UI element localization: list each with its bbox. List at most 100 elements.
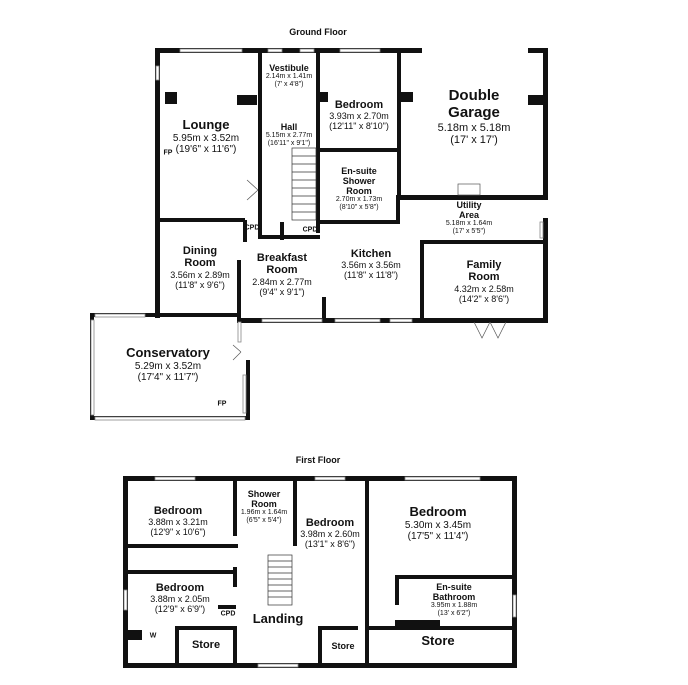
- room-metric: 2.14m x 1.41m: [265, 73, 313, 81]
- room-shower-ff: Shower Room 1.96m x 1.64m (6'5" x 5'4"): [241, 489, 287, 525]
- room-name: Bedroom: [305, 517, 355, 529]
- room-name: Bedroom: [334, 99, 384, 111]
- room-metric: 3.93m x 2.70m: [329, 111, 389, 122]
- room-imperial: (8'10" x 5'8"): [339, 204, 379, 212]
- room-name-line2: Room: [251, 499, 277, 510]
- fireplace-tag-conservatory: FP: [217, 400, 227, 408]
- room-ensuite-shower: En-suite Shower Room 2.70m x 1.73m (8'10…: [336, 166, 382, 212]
- room-name-line2: Bathroom: [432, 592, 476, 603]
- room-imperial: (12'9" x 10'6"): [150, 527, 206, 538]
- room-name-line2: Area: [458, 210, 479, 221]
- room-name-line1: Double: [448, 87, 500, 104]
- room-name: Hall: [280, 122, 298, 132]
- room-imperial: (19'6" x 11'6"): [175, 143, 237, 155]
- room-dining: Dining Room 3.56m x 2.89m (11'8" x 9'6"): [170, 245, 230, 290]
- room-name: Bedroom: [409, 504, 467, 519]
- room-name: Store: [421, 633, 455, 648]
- w-tag: W: [149, 632, 157, 640]
- room-name-line1: En-suite: [341, 166, 377, 176]
- room-name-line1: Family: [466, 259, 502, 271]
- fireplace-tag-lounge: FP: [163, 149, 173, 157]
- room-imperial: (6'5" x 5'4"): [246, 516, 282, 524]
- room-store-2: Store: [331, 641, 354, 651]
- room-imperial: (9'4" x 9'1"): [259, 286, 305, 297]
- room-double-garage: Double Garage 5.18m x 5.18m (17' x 17'): [437, 87, 511, 146]
- room-store-1: Store: [192, 639, 220, 651]
- room-metric: 5.15m x 2.77m: [265, 132, 313, 140]
- room-imperial: (17'4" x 11'7"): [137, 371, 199, 383]
- first-floor-windows: [123, 476, 517, 668]
- room-metric: 4.32m x 2.58m: [454, 283, 514, 294]
- room-lounge: Lounge 5.95m x 3.52m (19'6" x 11'6"): [172, 117, 240, 155]
- room-metric: 3.56m x 3.56m: [341, 260, 401, 271]
- room-name-line1: Utility: [456, 200, 482, 210]
- room-imperial: (14'2" x 8'6"): [458, 293, 510, 304]
- room-family: Family Room 4.32m x 2.58m (14'2" x 8'6"): [454, 259, 514, 304]
- room-name: Lounge: [182, 117, 230, 132]
- room-breakfast: Breakfast Room 2.84m x 2.77m (9'4" x 9'1…: [252, 252, 312, 297]
- room-bedroom-gf: Bedroom 3.93m x 2.70m (12'11" x 8'10"): [329, 99, 389, 131]
- room-imperial: (13'1" x 8'6"): [304, 539, 356, 550]
- room-name: Kitchen: [350, 248, 392, 260]
- room-bedroom-ff1: Bedroom 3.88m x 3.21m (12'9" x 10'6"): [148, 505, 208, 537]
- room-metric: 2.70m x 1.73m: [335, 196, 383, 204]
- ground-floor-windows: [90, 48, 544, 421]
- room-imperial: (11'8" x 9'6"): [175, 279, 225, 290]
- room-metric: 3.98m x 2.60m: [300, 529, 360, 540]
- room-hall: Hall 5.15m x 2.77m (16'11" x 9'1"): [266, 122, 312, 148]
- room-metric: 1.96m x 1.64m: [240, 509, 288, 517]
- cupboard-tag-2: CPD: [302, 226, 318, 234]
- room-bedroom-ff3: Bedroom 5.30m x 3.45m (17'5" x 11'4"): [405, 504, 471, 542]
- room-metric: 5.29m x 3.52m: [134, 360, 202, 372]
- room-utility: Utility Area 5.18m x 1.64m (17' x 5'5"): [446, 200, 492, 236]
- room-metric: 2.84m x 2.77m: [252, 276, 312, 287]
- room-landing: Landing: [252, 611, 304, 627]
- room-name-line2: Room: [468, 271, 500, 284]
- room-metric: 3.88m x 2.05m: [150, 594, 210, 605]
- room-imperial: (12'9" x 6'9"): [154, 604, 206, 615]
- room-imperial: (16'11" x 9'1"): [267, 139, 311, 147]
- room-name-line1: Shower: [247, 489, 281, 499]
- room-name: Store: [331, 641, 355, 651]
- room-name: Bedroom: [153, 505, 203, 517]
- room-name-line1: Dining: [182, 245, 218, 257]
- room-bedroom-ff4: Bedroom 3.88m x 2.05m (12'9" x 6'9"): [150, 582, 210, 614]
- room-kitchen: Kitchen 3.56m x 3.56m (11'8" x 11'8"): [341, 248, 401, 280]
- room-imperial: (7' x 4'8"): [274, 80, 304, 88]
- room-imperial: (13' x 6'2"): [437, 609, 471, 617]
- room-name: Store: [191, 639, 221, 651]
- cupboard-tag-ff: CPD: [220, 610, 236, 618]
- room-metric: 3.95m x 1.88m: [430, 602, 478, 610]
- room-name-line2: Shower: [342, 176, 376, 187]
- cupboard-tag-1: CPD: [244, 224, 260, 232]
- room-name-line3: Room: [346, 186, 372, 197]
- room-name-line2: Room: [266, 264, 298, 277]
- door-swings: [232, 179, 507, 361]
- room-imperial: (17'5" x 11'4"): [407, 530, 469, 542]
- room-imperial: (12'11" x 8'10"): [329, 121, 389, 132]
- room-name: Vestibule: [269, 63, 309, 73]
- room-imperial: (17' x 5'5"): [452, 227, 486, 235]
- room-conservatory: Conservatory 5.29m x 3.52m (17'4" x 11'7…: [126, 345, 210, 383]
- ground-floor-title: Ground Floor: [289, 27, 347, 37]
- room-imperial: (11'8" x 11'8"): [343, 270, 399, 281]
- first-floor-title: First Floor: [295, 455, 341, 465]
- room-bedroom-ff2: Bedroom 3.98m x 2.60m (13'1" x 8'6"): [300, 517, 360, 549]
- room-name-line2: Garage: [448, 103, 500, 121]
- room-metric: 3.56m x 2.89m: [170, 269, 230, 280]
- room-metric: 5.18m x 5.18m: [437, 121, 511, 134]
- room-name: Conservatory: [126, 345, 210, 360]
- room-name: Bedroom: [155, 582, 205, 594]
- room-store-3: Store: [421, 633, 455, 649]
- room-name-line1: En-suite: [436, 582, 472, 592]
- ground-stairs: [291, 147, 317, 221]
- room-name-line2: Room: [184, 257, 216, 270]
- room-metric: 5.18m x 1.64m: [445, 220, 493, 228]
- room-name-line1: Breakfast: [256, 252, 308, 264]
- room-vestibule: Vestibule 2.14m x 1.41m (7' x 4'8"): [266, 63, 312, 89]
- room-name: Landing: [252, 611, 304, 626]
- room-ensuite-bathroom: En-suite Bathroom 3.95m x 1.88m (13' x 6…: [431, 582, 477, 618]
- room-imperial: (17' x 17'): [450, 133, 498, 146]
- room-metric: 5.95m x 3.52m: [172, 132, 240, 144]
